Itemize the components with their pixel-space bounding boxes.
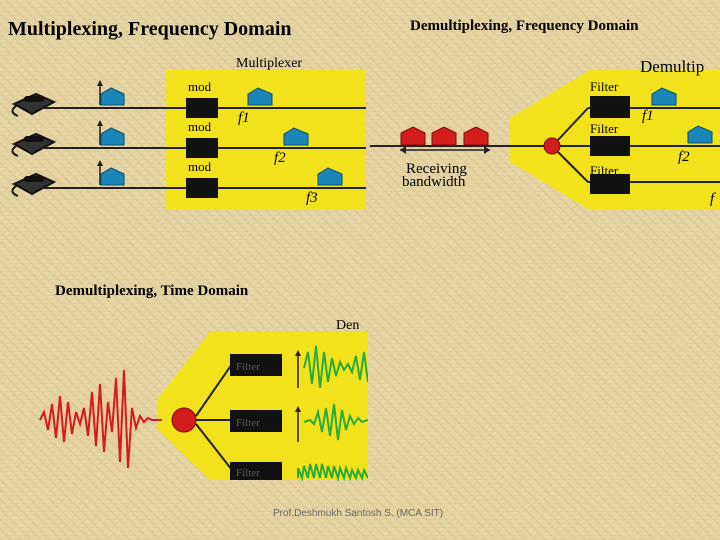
baseband-signal [97,160,125,186]
filter-block [230,462,282,480]
filter-block [590,136,630,156]
shifted-signal [317,167,343,186]
freq-label-f1: f1 [642,108,654,124]
receiving-label: Receiving [406,161,467,177]
title-multiplexing-frequency: Multiplexing, Frequency Domain [8,18,292,40]
demultiplexer-heading: Demultip [640,57,704,76]
filter-label: Filter [236,467,260,479]
filter-label: Filter [236,361,260,373]
title-demultiplexing-frequency: Demultiplexing, Frequency Domain [410,18,639,34]
filter-label: Filter [590,121,619,136]
freq-label-f2: f2 [678,149,690,165]
freq-label-f2: f2 [274,150,286,166]
modulator-block [186,98,218,118]
mod-label: mod [188,119,212,134]
phone-icon [11,132,57,157]
output-waveform [297,463,368,482]
filter-block [590,96,630,118]
mod-label: mod [188,159,212,174]
phone-icon [11,172,57,197]
bandwidth-label: bandwidth [402,174,466,190]
baseband-signal [97,120,125,146]
filter-block [590,174,630,194]
shifted-signal [283,127,309,146]
baseband-signal [97,80,125,106]
modulator-block [186,178,218,198]
composite-signal [400,126,489,146]
freq-label-f1: f1 [238,110,250,126]
filter-label: Filter [590,79,619,94]
split-point [543,137,561,155]
multiplexer-diagram: Multiplexer mod mod mod [11,56,366,210]
demultiplexer-frequency-diagram: Demultip Receiving bandwidth Filter Filt… [370,57,720,210]
title-demultiplexing-time: Demultiplexing, Time Domain [55,283,249,299]
multiplexer-heading: Multiplexer [236,56,302,71]
shifted-signal [247,87,273,106]
filter-block [230,410,282,432]
phone-icon [11,92,57,117]
filter-block [230,354,282,376]
filtered-signal [651,87,677,106]
freq-label-f3: f3 [306,190,318,206]
split-point [171,407,197,433]
mod-label: mod [188,79,212,94]
footer-credit: Prof.Deshmukh Santosh S. (MCA SIT) [273,508,444,519]
demultiplexer-time-diagram: Den Filter Filter Filter [39,318,368,482]
composite-waveform [39,369,162,469]
modulator-block [186,138,218,158]
time-demux-heading: Den [336,318,359,333]
freq-label-f3-partial: f [710,191,716,207]
output-waveform [303,403,368,441]
filtered-signal [687,125,713,144]
output-waveform [303,345,368,389]
filter-label: Filter [236,417,260,429]
